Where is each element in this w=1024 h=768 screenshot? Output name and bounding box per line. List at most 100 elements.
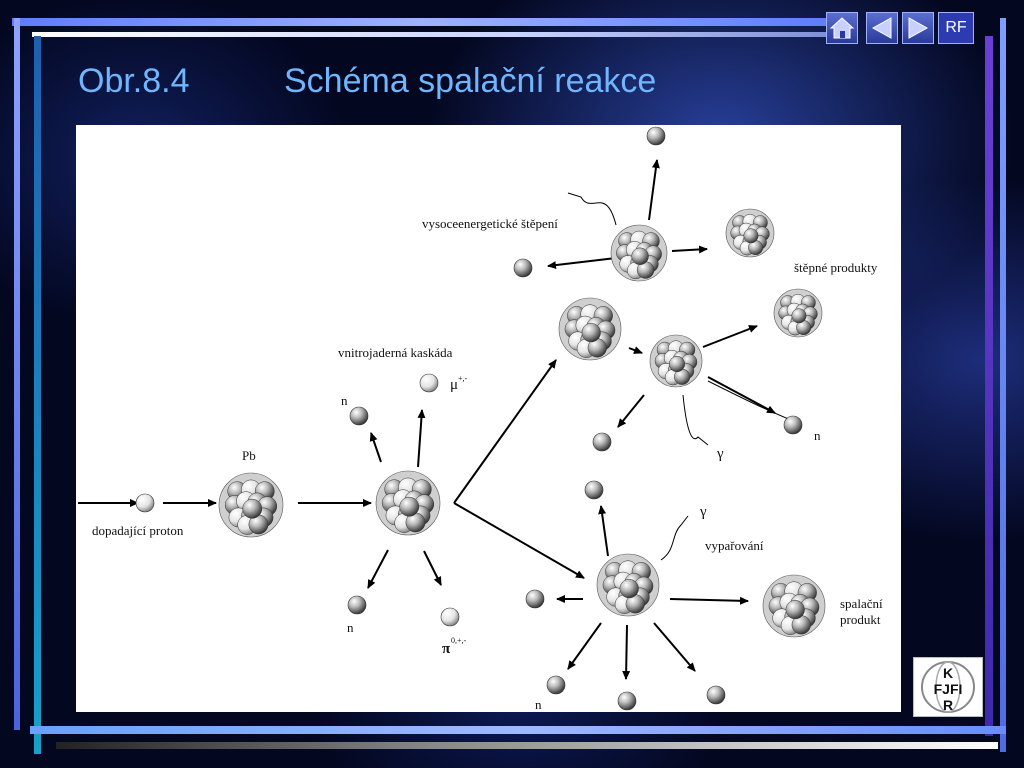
frame-bar-right-inner [985, 36, 993, 736]
nucleus-fission-product-1-nucleon [743, 228, 759, 244]
particle-cascade-n-top [349, 406, 369, 426]
label-neutron-evaporation: n [535, 697, 542, 712]
gamma-path-fission [682, 394, 709, 446]
home-button[interactable] [826, 12, 858, 44]
particle-evap-left [525, 589, 545, 609]
particle-evap-up [584, 480, 604, 500]
label-evaporation: vypařování [705, 538, 764, 553]
label-muon-charge: +,- [458, 374, 468, 383]
label-muon: μ [450, 377, 458, 393]
label-incident-proton: dopadající proton [92, 523, 184, 538]
arrow-to-fission [453, 359, 557, 504]
label-high-energy-fission: vysoceenergetické štěpení [422, 216, 558, 231]
nucleus-fission-fragment [649, 334, 703, 388]
nucleus-fission-intermediate [558, 297, 622, 361]
arrow-left-icon [871, 17, 892, 39]
nucleus-pb [218, 472, 284, 538]
logo-text-middle: FJFI [934, 681, 963, 697]
frame-bar-right [1000, 18, 1006, 752]
frame-bar-top-inner [32, 32, 832, 37]
arrow-cascade-n-bottom [367, 549, 389, 589]
nucleus-fission-product-1 [725, 208, 775, 258]
particle-incident-proton [135, 493, 155, 513]
arrow-evap-n-right [653, 622, 696, 672]
arrow-evap-product [669, 596, 749, 605]
frame-bar-top [12, 18, 832, 26]
nucleus-fission-fragment-nucleon [668, 355, 686, 373]
nucleus-cascade-nucleon [399, 496, 420, 517]
frame-bar-left [14, 18, 20, 730]
arrow-fragment-n-right [707, 376, 776, 414]
particle-evap-n-left [546, 675, 566, 695]
label-gamma-fission: γ [716, 446, 724, 462]
nuclei [218, 208, 826, 638]
arrow-to-fragment [628, 346, 643, 354]
nucleus-fission-product-2 [773, 288, 823, 338]
arrow-cascade-pion [423, 550, 442, 586]
spallation-diagram: dopadající proton Pb vnitrojaderná kaská… [76, 125, 901, 712]
label-cascade: vnitrojaderná kaskáda [338, 345, 453, 360]
arrow-fission-up [648, 159, 660, 221]
figure-title: Schéma spalační reakce [284, 62, 657, 100]
particle-fission-left [513, 258, 533, 278]
label-fission-products: štěpné produkty [794, 260, 878, 275]
label-pb: Pb [242, 448, 256, 463]
logo-text-top: K [943, 665, 953, 681]
gamma-path-evaporation [660, 515, 689, 561]
frame-bar-bottom-inner [56, 742, 998, 749]
nucleus-fission-product-2-nucleon [791, 308, 807, 324]
particle-fragment-n-left [592, 432, 612, 452]
gamma-path-fission-top [567, 192, 617, 226]
arrow-evap-n-down [622, 624, 631, 680]
figure-number: Obr.8.4 [78, 62, 190, 100]
gamma-paths [567, 192, 792, 561]
nucleus-cascade [375, 470, 441, 536]
label-neutron-cascade-top: n [341, 393, 348, 408]
arrow-to-evaporation [453, 502, 585, 579]
label-neutron-fission: n [814, 428, 821, 443]
arrow-fragment-products [702, 325, 758, 348]
arrow-fragment-n-left [617, 394, 645, 428]
nucleus-evaporation-nucleon [619, 579, 639, 599]
arrow-cascade-muon [417, 409, 426, 468]
spallation-diagram-svg: dopadající proton Pb vnitrojaderná kaská… [78, 126, 883, 712]
frame-bar-left-inner [34, 36, 41, 754]
particle-cascade-muon [419, 373, 439, 393]
label-neutron-cascade-bottom: n [347, 620, 354, 635]
particle-fission-up [646, 126, 666, 146]
arrow-evap-up [598, 505, 609, 557]
nucleus-fission-nucleon [631, 247, 649, 265]
particle-cascade-n-bottom [347, 595, 367, 615]
nucleus-evaporation [596, 553, 660, 617]
particle-cascade-pion [440, 607, 460, 627]
label-pion-charge: 0,+,- [451, 636, 467, 645]
nucleus-spallation-product-nucleon [785, 600, 805, 620]
arrow-cascade-n-top [369, 432, 382, 463]
arrow-right-icon [908, 17, 929, 39]
particle-fragment-n-right [783, 415, 803, 435]
particles [135, 126, 803, 711]
particle-evap-n-down [617, 691, 637, 711]
frame-bar-bottom [30, 726, 1006, 734]
logo-text-bottom: R [943, 697, 953, 713]
next-slide-button[interactable] [902, 12, 934, 44]
label-gamma-evaporation: γ [699, 504, 707, 520]
nucleus-fission-intermediate-nucleon [581, 323, 601, 343]
kfjfi-logo: K FJFI R [913, 657, 983, 717]
arrow-fission-left [547, 257, 617, 270]
label-spallation-product-line1: spalační [840, 596, 883, 611]
gamma-path-fragment-n [707, 380, 792, 421]
slide-navigation: RF [826, 12, 976, 46]
arrows [78, 159, 776, 680]
arrow-evap-n-left [567, 622, 602, 670]
label-pion: π [442, 641, 451, 657]
nucleus-fission [610, 224, 668, 282]
rf-button[interactable]: RF [938, 12, 974, 44]
slide-title: Obr.8.4 Schéma spalační reakce [78, 58, 718, 104]
nucleus-spallation-product [762, 574, 826, 638]
nucleus-pb-nucleon [242, 498, 263, 519]
previous-slide-button[interactable] [866, 12, 898, 44]
particle-evap-n-right [706, 685, 726, 705]
label-spallation-product-line2: produkt [840, 612, 881, 627]
home-icon [829, 17, 855, 39]
